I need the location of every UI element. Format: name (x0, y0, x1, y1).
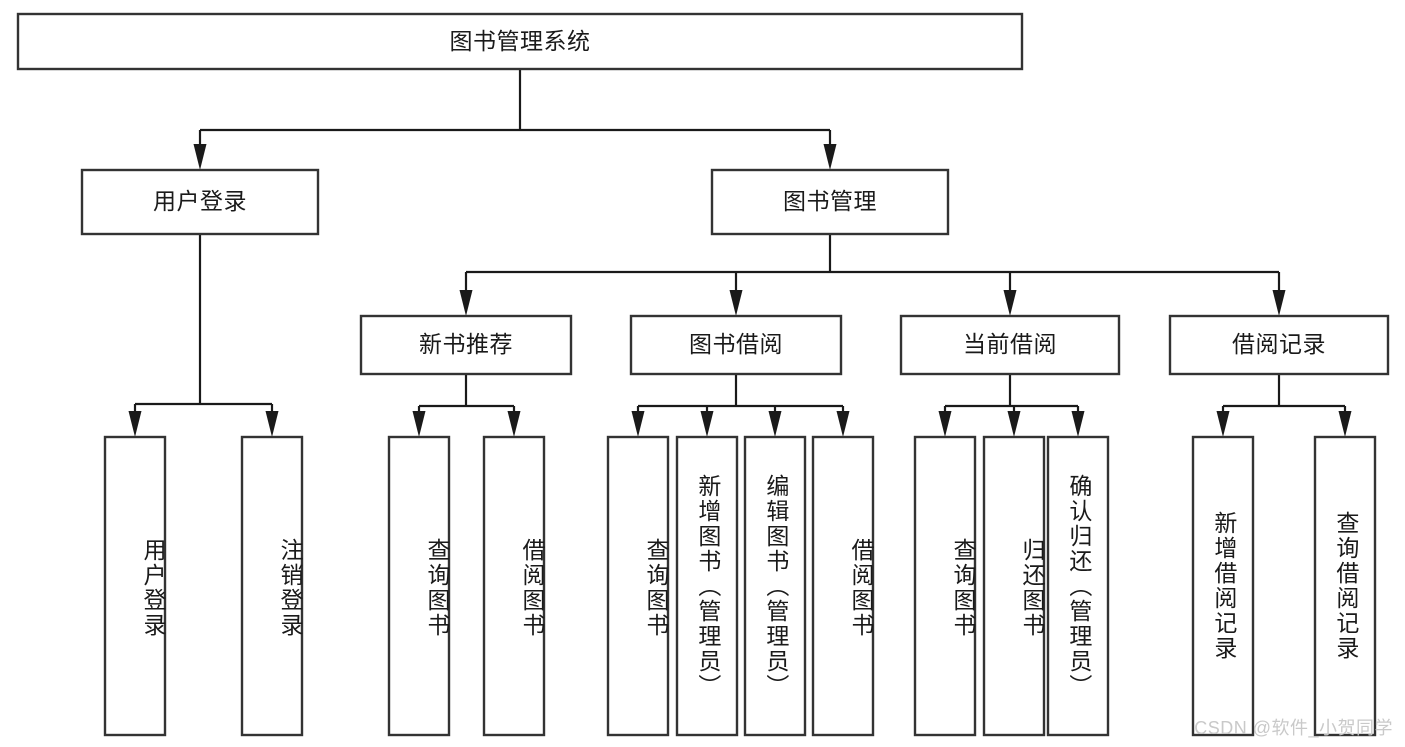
arrow-head-icon (823, 144, 837, 170)
arrow-head-icon (128, 411, 142, 437)
node-box-leaf-confirm[interactable] (1046, 435, 1110, 737)
arrow-head-icon (700, 411, 714, 437)
arrow-head-icon (507, 411, 521, 437)
arrow-head-icon (1338, 411, 1352, 437)
arrow-head-icon (1003, 290, 1017, 316)
arrow-head-icon (193, 144, 207, 170)
arrow-head-icon (1216, 411, 1230, 437)
node-box-leaf-query-3[interactable] (913, 435, 977, 737)
node-box-borrow-record[interactable] (1168, 314, 1390, 376)
arrow-head-icon (459, 290, 473, 316)
watermark-text: CSDN @软件_小贺同学 (1194, 718, 1393, 738)
node-box-leaf-borrow-2[interactable] (811, 435, 875, 737)
node-box-root[interactable] (16, 12, 1024, 71)
node-box-current-borrow[interactable] (899, 314, 1121, 376)
node-box-leaf-edit-book[interactable] (743, 435, 807, 737)
arrow-head-icon (412, 411, 426, 437)
node-box-book-borrow[interactable] (629, 314, 843, 376)
node-box-leaf-query-rec[interactable] (1313, 435, 1377, 737)
node-box-leaf-add-rec[interactable] (1191, 435, 1255, 737)
node-box-new-book-rec[interactable] (359, 314, 573, 376)
arrow-head-icon (729, 290, 743, 316)
arrow-head-icon (768, 411, 782, 437)
node-box-leaf-add-book[interactable] (675, 435, 739, 737)
node-box-user-login[interactable] (80, 168, 320, 236)
arrow-head-icon (1272, 290, 1286, 316)
arrow-head-icon (1071, 411, 1085, 437)
connectors-layer (128, 69, 1352, 437)
node-box-leaf-borrow-1[interactable] (482, 435, 546, 737)
arrow-head-icon (1007, 411, 1021, 437)
node-boxes-layer (16, 12, 1390, 737)
node-box-leaf-query-2[interactable] (606, 435, 670, 737)
node-box-leaf-return[interactable] (982, 435, 1046, 737)
node-box-leaf-user-login[interactable] (103, 435, 167, 737)
node-box-leaf-query-1[interactable] (387, 435, 451, 737)
arrow-head-icon (631, 411, 645, 437)
arrow-head-icon (265, 411, 279, 437)
arrow-head-icon (938, 411, 952, 437)
node-box-book-manage[interactable] (710, 168, 950, 236)
arrow-head-icon (836, 411, 850, 437)
node-box-leaf-logout[interactable] (240, 435, 304, 737)
